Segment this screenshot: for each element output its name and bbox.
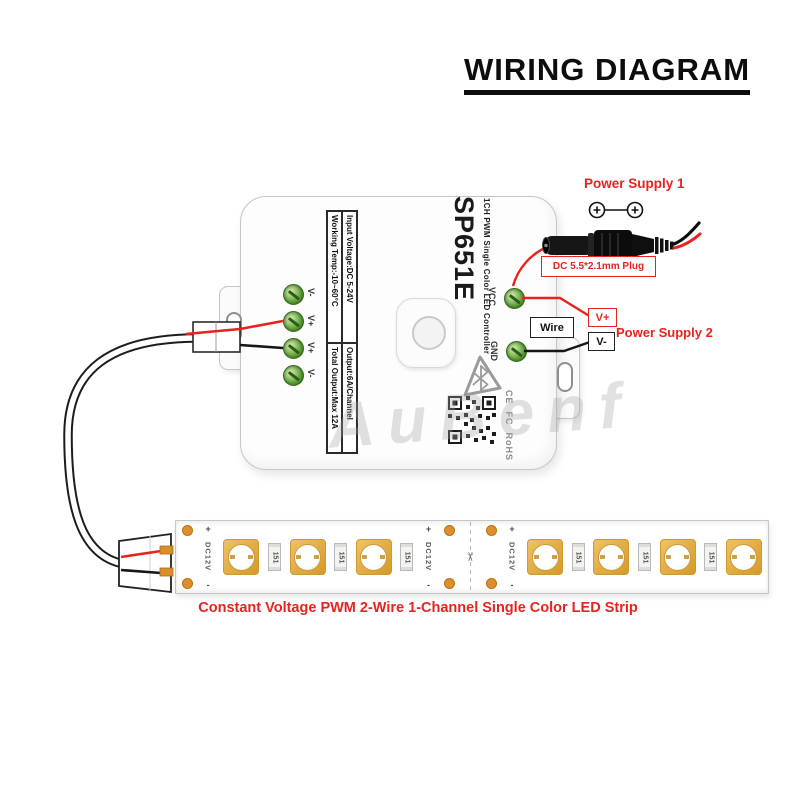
led-dome: [227, 543, 255, 571]
solder-pad: [485, 578, 497, 589]
strip-connector: [118, 532, 174, 594]
led-dome: [730, 543, 758, 571]
fcc-mark: FC: [504, 411, 514, 426]
terminal-screw-vcc: [504, 288, 525, 309]
led-body: [659, 539, 696, 575]
power-supply-1-label: Power Supply 1: [584, 176, 685, 191]
led-dome: [360, 543, 388, 571]
pad-minus-mark: -: [206, 580, 210, 590]
ce-mark: CE: [504, 390, 514, 405]
terminal-label: V-: [306, 369, 316, 378]
spec-cell: Output:6A/Channel: [342, 343, 357, 453]
led-dome: [294, 543, 321, 571]
model-label: SP651E: [449, 196, 479, 302]
solder-pads: [485, 523, 497, 591]
certification-marks: CE FC RoHS: [504, 390, 514, 468]
terminal-label: V+: [306, 315, 316, 327]
led-body: [725, 539, 762, 575]
solder-pads: [443, 523, 455, 591]
terminal-screw: [283, 338, 304, 359]
pad-plus-mark: +: [205, 524, 211, 534]
led-body: [355, 539, 392, 575]
led-chip: [289, 539, 326, 575]
terminal-screw: [283, 365, 304, 386]
wire-label: Wire: [530, 317, 574, 338]
resistor: 151: [638, 543, 651, 571]
voltage-marking: + DC12V -: [202, 524, 215, 590]
led-chip: [355, 539, 392, 575]
v-plus-label: V+: [588, 308, 617, 327]
resistor-code: 151: [707, 551, 715, 563]
resistor-code: 151: [574, 551, 582, 563]
mounting-hole-left: [226, 312, 242, 342]
solder-pad: [182, 578, 193, 589]
mounting-hole-right: [557, 362, 573, 392]
solder-pad: [485, 525, 497, 536]
voltage-text: DC12V: [203, 542, 213, 572]
resistor-code: 151: [403, 551, 411, 563]
terminal-screw: [283, 311, 304, 332]
strip-caption: Constant Voltage PWM 2-Wire 1-Channel Si…: [198, 600, 638, 616]
terminal-screw-gnd: [506, 341, 527, 362]
solder-pad: [443, 578, 455, 589]
resistor-code: 151: [270, 551, 278, 563]
voltage-text: DC12V: [507, 542, 517, 572]
led-dome: [597, 543, 625, 571]
terminal-screw: [283, 284, 304, 305]
power-supply-2-label: Power Supply 2: [616, 325, 713, 340]
led-strip: + DC12V - 151 151 151 + DC12V - ✂ + DC12V - 151 151 151: [175, 520, 769, 594]
controller-subtitle: 1CH PWM Single Color LED Controller: [482, 198, 491, 355]
page-title: WIRING DIAGRAM: [464, 52, 751, 95]
solder-pad: [443, 525, 455, 536]
dc-plug-label: DC 5.5*2.1mm Plug: [541, 256, 656, 277]
controller-button-circle: [412, 316, 446, 350]
solder-pad: [182, 525, 193, 536]
led-chip: [223, 539, 260, 575]
specs-table: Input Voltage:DC 5-24V Output:6A/Channel…: [326, 210, 358, 454]
led-body: [289, 539, 326, 575]
v-minus-label: V-: [588, 332, 615, 351]
led-dome: [664, 543, 692, 571]
resistor: 151: [267, 543, 281, 571]
led-dome: [531, 543, 559, 571]
pad-minus-mark: -: [427, 580, 430, 590]
resistor-code: 151: [337, 551, 345, 563]
led-chip: [527, 539, 564, 575]
terminal-label: V-: [306, 288, 316, 297]
led-body: [223, 539, 260, 575]
pad-plus-mark: +: [509, 524, 515, 534]
terminal-label: V+: [306, 342, 316, 354]
voltage-text: DC12V: [424, 542, 433, 572]
cut-line-scissors-icon: ✂: [463, 522, 477, 592]
resistor: 151: [704, 543, 718, 571]
qr-code: [448, 396, 496, 444]
led-chip: [593, 539, 630, 575]
voltage-marking: + DC12V -: [506, 524, 519, 590]
led-chip: [725, 539, 762, 575]
voltage-marking: + DC12V -: [422, 524, 435, 590]
scissors-icon: ✂: [463, 551, 478, 563]
led-body: [527, 539, 564, 575]
polarity-symbol: [588, 201, 644, 219]
resistor-code: 151: [641, 551, 648, 563]
spec-cell: Working Temp:-10~60°C: [327, 211, 342, 343]
solder-pads: [182, 523, 193, 591]
resistor: 151: [400, 543, 414, 571]
resistor: 151: [571, 543, 585, 571]
resistor: 151: [334, 543, 348, 571]
rohs-mark: RoHS: [504, 432, 514, 462]
bluetooth-icon: [463, 355, 502, 397]
pad-plus-mark: +: [425, 524, 432, 534]
spec-cell: Input Voltage:DC 5-24V: [342, 211, 357, 343]
led-body: [593, 539, 630, 575]
pad-minus-mark: -: [510, 580, 514, 590]
spec-cell: Total Output:Max 12A: [327, 343, 342, 453]
led-chip: [659, 539, 696, 575]
